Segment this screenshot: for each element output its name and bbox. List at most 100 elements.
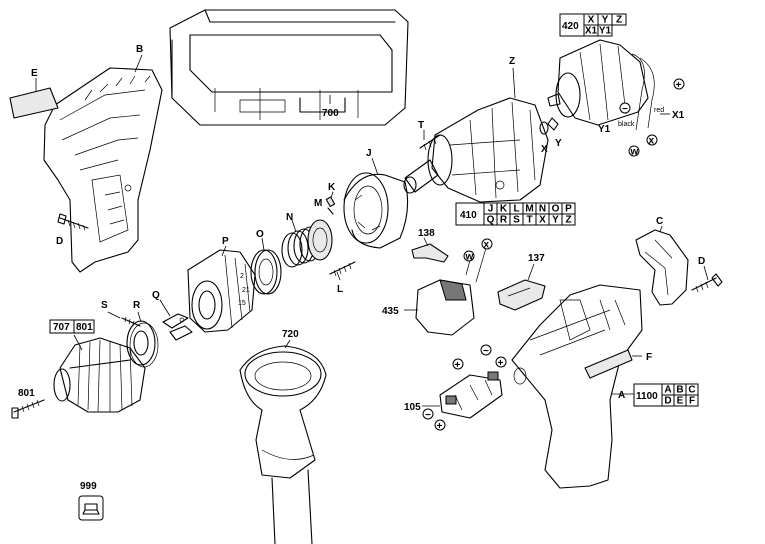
leader-j — [371, 157, 379, 176]
label-plate-e — [9, 78, 59, 119]
screw-d-left — [57, 213, 89, 231]
label-105: 105 — [404, 402, 421, 413]
leader-l — [336, 271, 341, 281]
motor-table-420: 420 — [559, 13, 585, 37]
cover-c — [635, 229, 689, 306]
motor-table-cell-text: X1 — [585, 26, 598, 37]
label-801b: 801 — [18, 388, 35, 399]
ring-o — [250, 249, 282, 295]
label-435: 435 — [382, 306, 399, 317]
leader-d-right — [703, 265, 709, 281]
chuck-707 — [53, 337, 146, 413]
housing-table-cell-text: B — [676, 385, 683, 396]
gear-table-cell-text: S — [513, 215, 520, 226]
label-c: C — [656, 216, 663, 227]
leader-r — [137, 311, 142, 323]
label-t: T — [418, 120, 424, 131]
label-j: J — [366, 148, 372, 159]
washer-r — [126, 320, 159, 368]
marker-minus-motor: − — [619, 102, 631, 115]
svg-text:x: x — [484, 240, 490, 251]
motor-table-cell-text: Y — [602, 15, 609, 26]
label-m: M — [314, 198, 322, 209]
label-b: B — [136, 44, 143, 55]
label-d-right: D — [698, 256, 705, 267]
clips-q — [162, 313, 193, 341]
label-d-left: D — [56, 236, 63, 247]
gear-table-cell-text: J — [488, 204, 494, 215]
svg-text:+: + — [498, 358, 504, 369]
svg-text:+: + — [676, 80, 682, 91]
svg-text:+: + — [437, 421, 443, 432]
plate-f — [584, 349, 633, 379]
motor-table-cell-text: Z — [616, 15, 622, 26]
gear-table-cell-text: N — [539, 204, 546, 215]
marker-plus-motor: + — [673, 78, 685, 91]
wire-label-black: black — [618, 121, 635, 128]
leader-138 — [423, 237, 429, 247]
label-l: L — [337, 284, 343, 295]
motor-table-cell-text: X — [588, 15, 595, 26]
gear-table-cell-text: O — [552, 204, 560, 215]
marker-plus-switch-2: + — [495, 356, 507, 369]
label-720: 720 — [282, 329, 299, 340]
svg-text:2: 2 — [240, 273, 244, 280]
leader-n — [291, 219, 297, 233]
housing-table-cell-text: C — [688, 385, 695, 396]
screw-t — [419, 134, 441, 151]
screw-801 — [11, 399, 45, 419]
label-138: 138 — [418, 228, 435, 239]
label-y1: Y1 — [598, 124, 611, 135]
housing-table-cell — [685, 394, 699, 407]
motor-table-cell — [597, 24, 613, 37]
motor-420 — [547, 39, 655, 131]
switch-trigger-138 — [411, 243, 449, 263]
gear-table-cell-text: Q — [487, 215, 495, 226]
leader-k — [330, 191, 334, 199]
pin-k — [325, 196, 336, 208]
label-z: Z — [509, 56, 515, 67]
label-999: 999 — [80, 481, 97, 492]
label-a: A — [618, 390, 625, 401]
label-x1: X1 — [672, 110, 685, 121]
marker-minus-switch: − — [480, 344, 492, 357]
label-700: 700 — [322, 108, 339, 119]
leader-b — [134, 54, 143, 73]
accessory-box-999 — [78, 495, 104, 521]
svg-text:+: + — [455, 360, 461, 371]
screw-l — [329, 261, 356, 277]
label-x-motor: X — [541, 144, 548, 155]
label-k: K — [328, 182, 336, 193]
label-137: 137 — [528, 253, 545, 264]
housing-table-1100: 1100 — [633, 383, 663, 407]
holster-720 — [239, 345, 327, 544]
housing-table-cell-text: A — [664, 385, 671, 396]
gearbox-z — [403, 97, 549, 203]
gear-table-cell-text: K — [500, 204, 508, 215]
pin-m — [327, 207, 334, 215]
torque-collar-p: 2 21 15 — [187, 249, 256, 333]
gear-table-cell-text: R — [500, 215, 508, 226]
ring-gear-housing-j — [343, 172, 409, 249]
housing-table-cell-text: F — [689, 396, 695, 407]
wire-label-red: red — [654, 107, 664, 114]
svg-text:1100: 1100 — [636, 391, 658, 402]
svg-text:−: − — [622, 104, 628, 115]
label-o: O — [256, 229, 264, 240]
label-r: R — [133, 300, 141, 311]
marker-minus-contact: − — [422, 408, 434, 421]
gear-table-cell-text: Y — [552, 215, 559, 226]
leader-707 — [73, 334, 83, 351]
label-f: F — [646, 352, 652, 363]
svg-text:x: x — [649, 136, 655, 147]
spring-n — [281, 219, 333, 268]
svg-text:420: 420 — [562, 21, 579, 32]
svg-text:w: w — [465, 252, 474, 263]
marker-plus-switch: + — [452, 358, 464, 371]
svg-text:−: − — [425, 410, 431, 421]
housing-half-b — [43, 67, 163, 273]
svg-text:w: w — [630, 147, 639, 158]
gear-table-cell-text: L — [513, 204, 519, 215]
label-e: E — [31, 68, 38, 79]
